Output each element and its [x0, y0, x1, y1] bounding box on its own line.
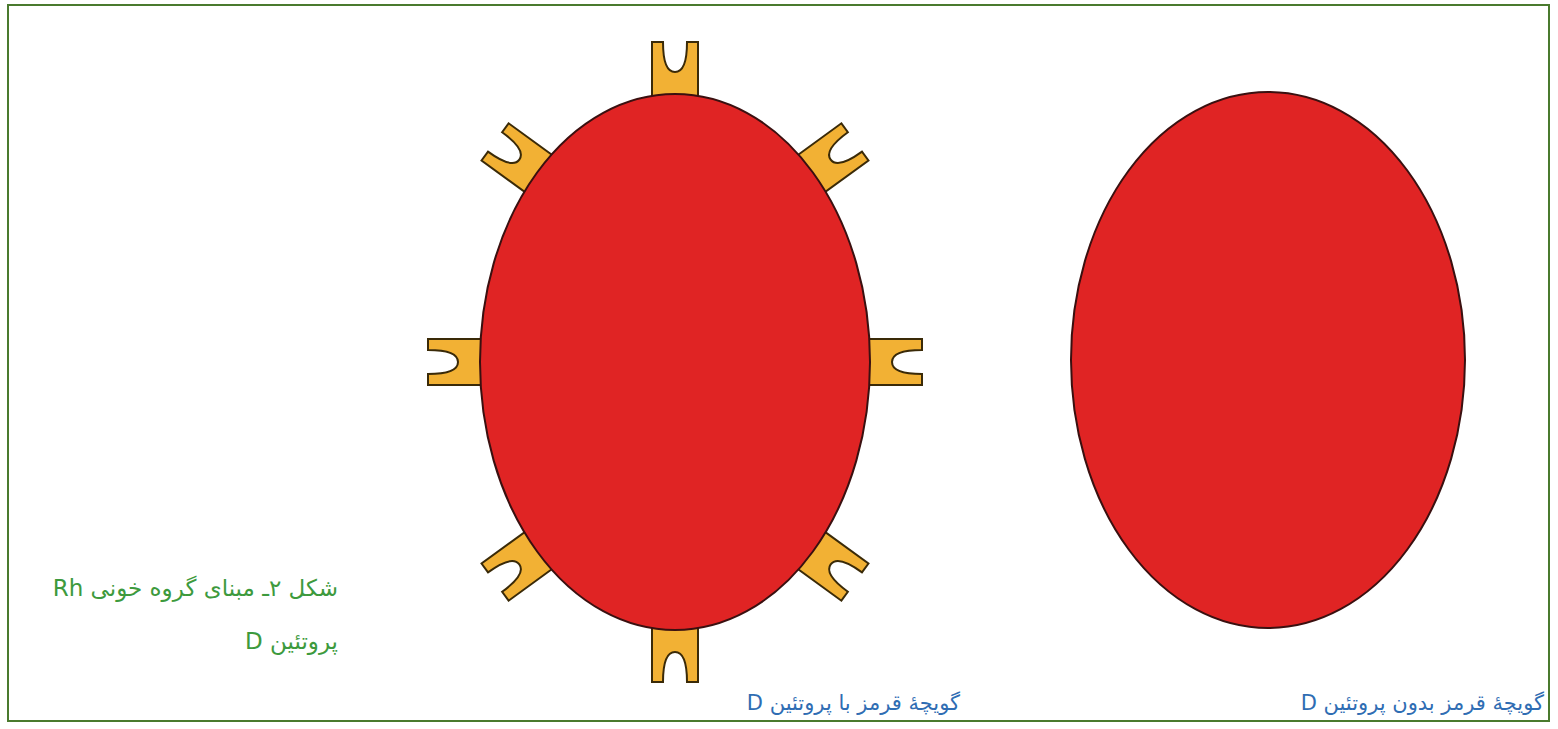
protein-group [428, 42, 922, 682]
protein-label: پروتئین D [243, 627, 340, 656]
red-blood-cell [480, 94, 870, 630]
frame-border [8, 5, 1549, 721]
red-blood-cell [1071, 92, 1465, 628]
cell-label: گویچهٔ قرمز با پروتئین D [745, 690, 962, 716]
figure-caption: شکل ۲ـ مبنای گروه خونی Rh [51, 574, 340, 603]
cell-label: گویچهٔ قرمز بدون پروتئین D [1299, 690, 1546, 716]
